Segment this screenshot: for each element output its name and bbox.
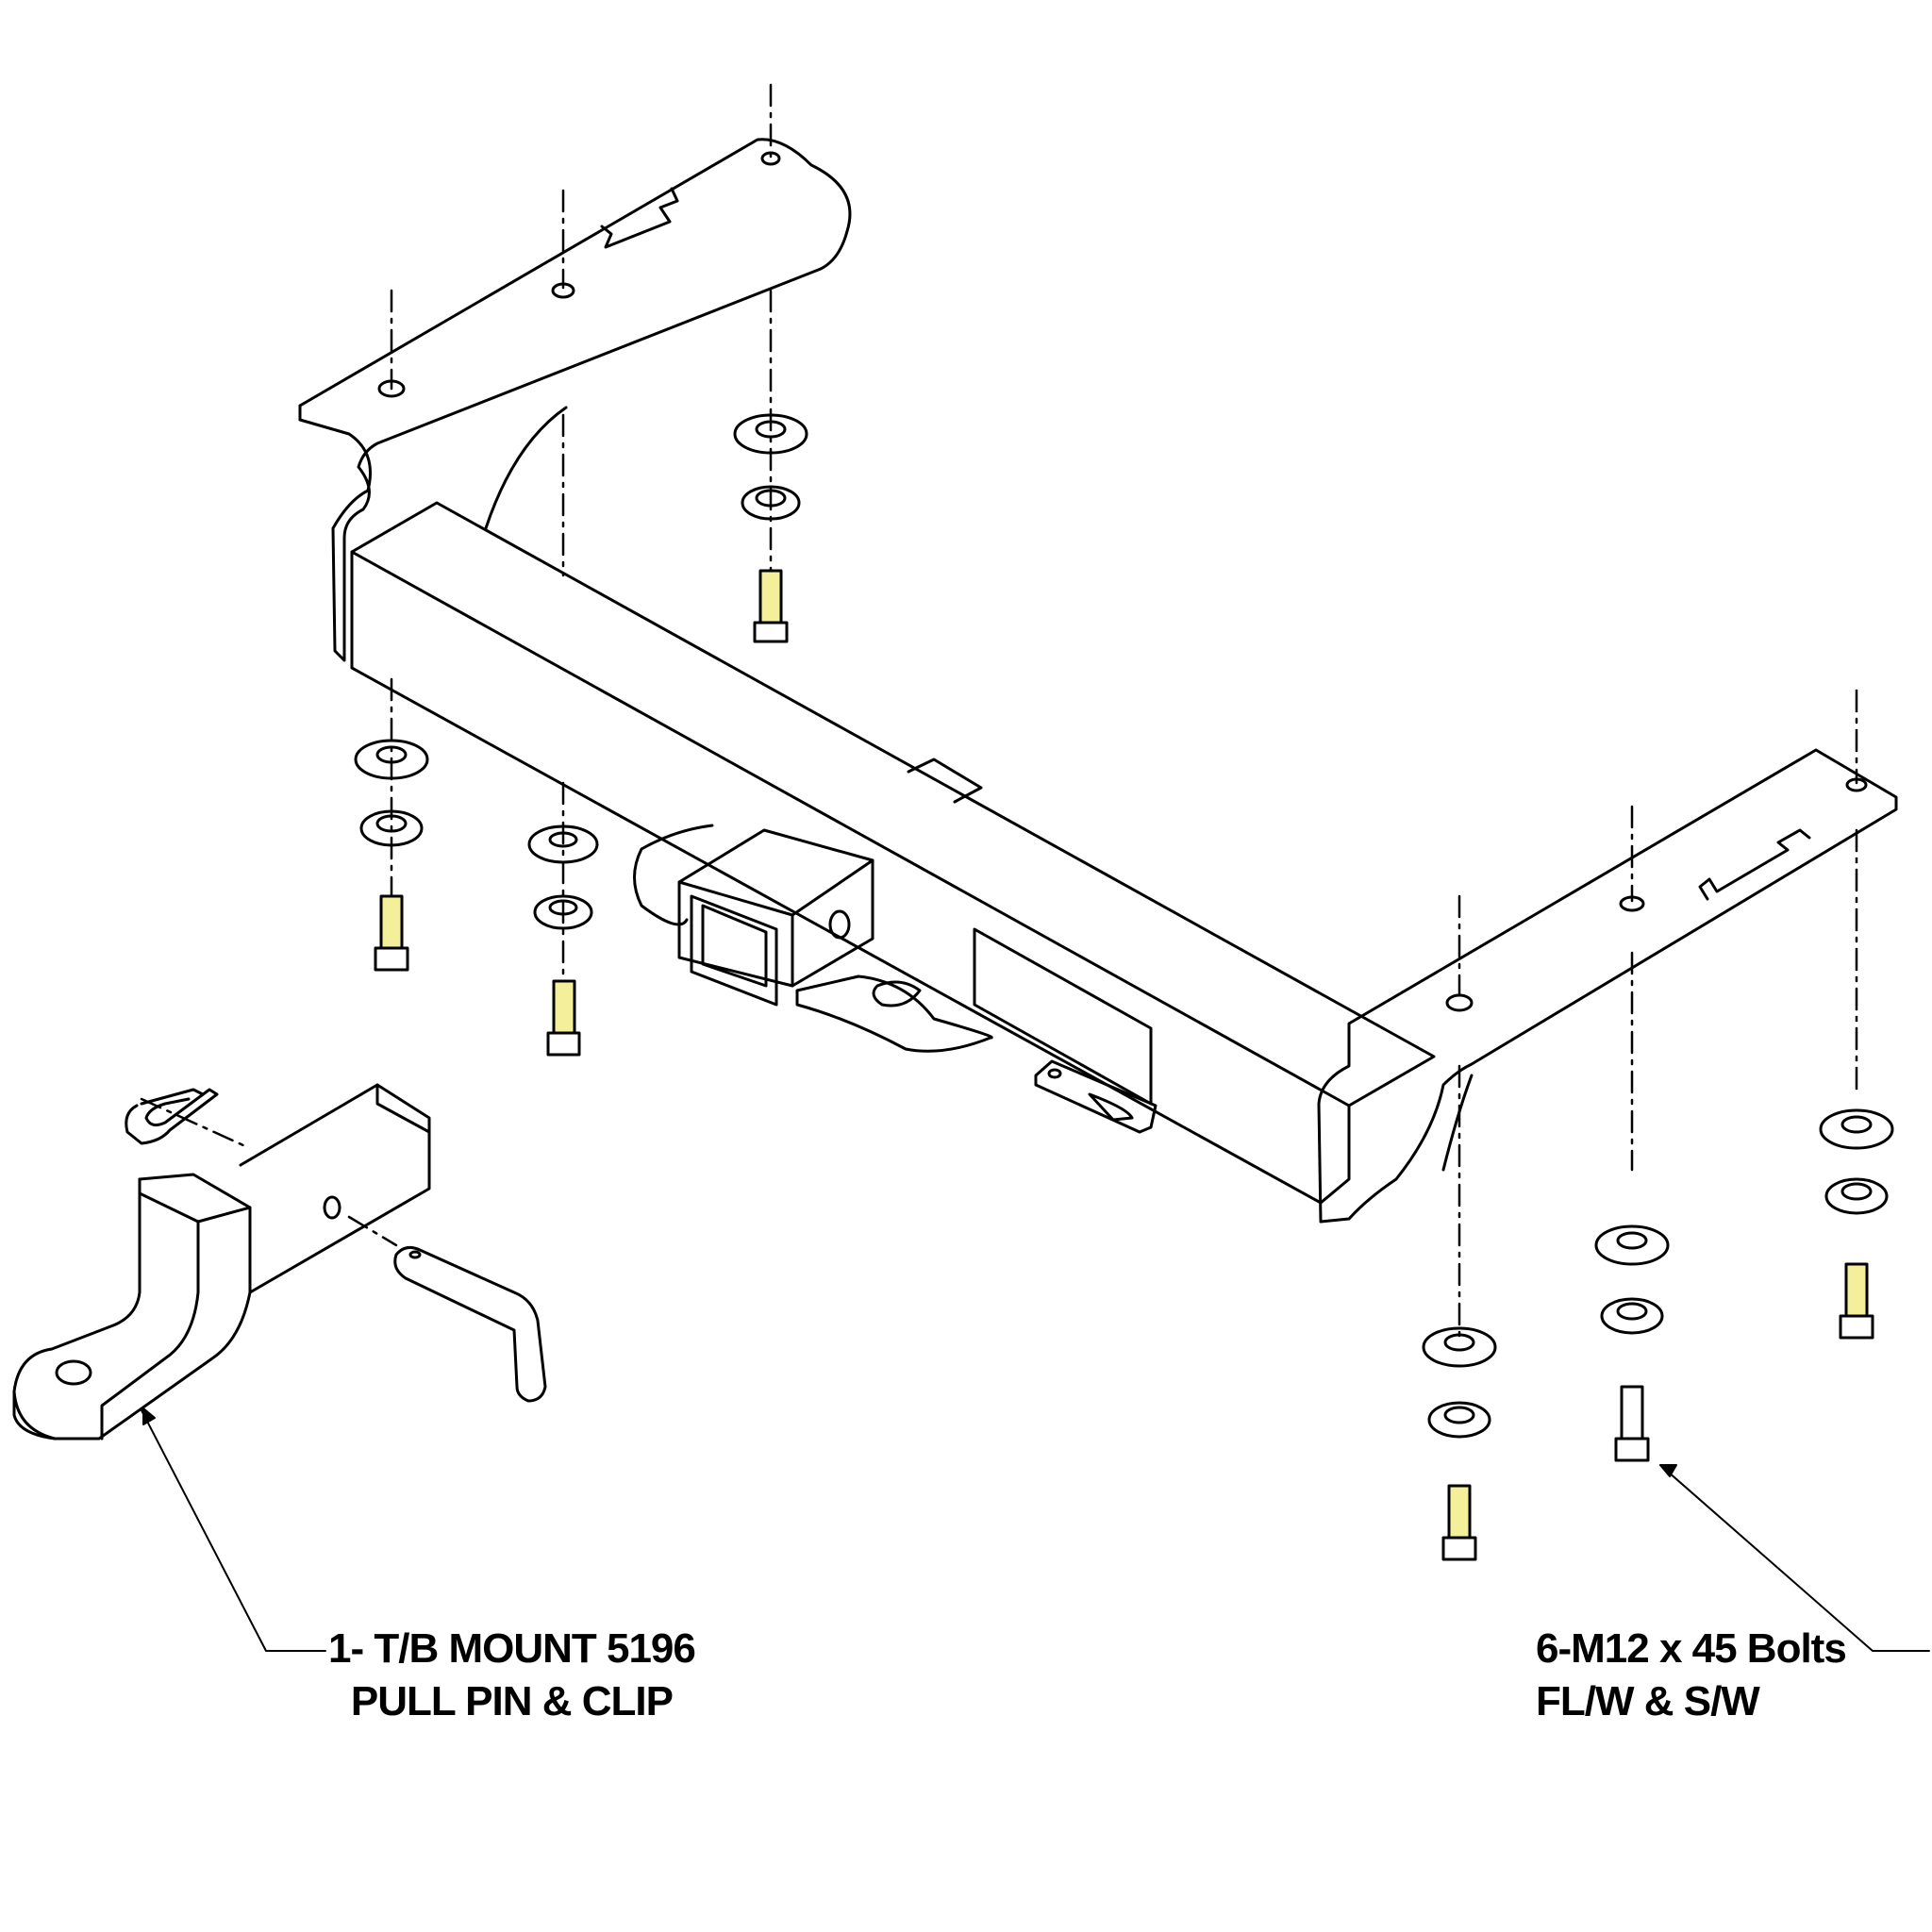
callout-mount-line2: PULL PIN & CLIP xyxy=(350,1678,674,1724)
callout-bolts-line2: FL/W & S/W xyxy=(1536,1678,1760,1724)
left-mounting-bracket xyxy=(298,138,852,662)
fastener-stack-left-front xyxy=(354,739,429,972)
leader-line-mount xyxy=(141,1407,326,1652)
tow-ball-mount xyxy=(12,1083,431,1441)
receiver-box xyxy=(633,824,993,1053)
safety-chain-tab xyxy=(1034,1059,1158,1134)
callout-mount-line1: 1- T/B MOUNT 5196 xyxy=(328,1625,696,1672)
installation-axis-lines xyxy=(140,83,1858,1341)
fastener-stack-right-middle xyxy=(1594,1224,1670,1462)
callout-bolts-line1: 6-M12 x 45 Bolts xyxy=(1536,1625,1847,1672)
hitch-pin-clip xyxy=(125,1088,219,1145)
right-mounting-bracket xyxy=(1317,748,1898,1224)
leader-line-bolts xyxy=(1659,1464,1930,1652)
fastener-stack-right-rear xyxy=(1819,1108,1894,1340)
callout-bolts: 6-M12 x 45 Bolts FL/W & S/W xyxy=(1536,1623,1847,1728)
callout-tow-ball-mount: 1- T/B MOUNT 5196 PULL PIN & CLIP xyxy=(328,1623,696,1728)
hitch-pull-pin xyxy=(393,1245,547,1403)
receiver-cross-tube xyxy=(350,501,1436,1205)
fastener-stack-right-front xyxy=(1422,1326,1497,1561)
fastener-stack-left-rear xyxy=(733,413,808,643)
fastener-stack-left-middle xyxy=(527,824,599,1057)
